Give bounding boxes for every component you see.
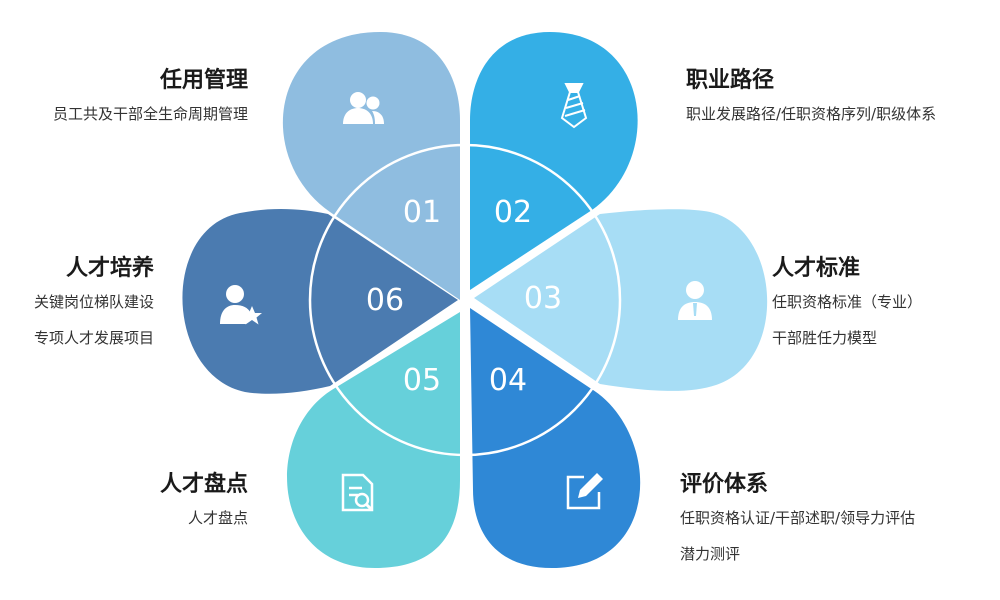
block-01-title: 任用管理 xyxy=(159,68,248,93)
petal-06-shape xyxy=(182,208,458,394)
petal-01-shape xyxy=(282,32,460,300)
users-icon xyxy=(343,92,384,124)
block-02: 职业路径 职业发展路径/任职资格序列/职级体系 xyxy=(686,66,936,132)
center-ring xyxy=(308,143,622,457)
block-05: 人才盘点 人才盘点 xyxy=(160,470,248,536)
petal-04: 04 xyxy=(470,308,641,568)
petal-05: 05 xyxy=(287,312,460,568)
petal-02: 02 xyxy=(470,32,638,290)
document-search-icon xyxy=(341,473,374,512)
block-03-line-1: 任职资格标准（专业） xyxy=(772,293,923,311)
block-01-line-1: 员工共及干部全生命周期管理 xyxy=(52,105,248,123)
petal-06: 06 xyxy=(182,208,458,394)
block-05-line-1: 人才盘点 xyxy=(187,509,248,527)
petal-04-number: 04 xyxy=(489,363,527,398)
block-05-title: 人才盘点 xyxy=(159,472,248,497)
block-04-line-2: 潜力测评 xyxy=(680,545,741,563)
block-06-title: 人才培养 xyxy=(65,256,154,281)
block-06-line-1: 关键岗位梯队建设 xyxy=(33,293,154,311)
edit-icon xyxy=(566,473,603,510)
block-02-line-1: 职业发展路径/任职资格序列/职级体系 xyxy=(686,105,937,123)
petal-01-number: 01 xyxy=(403,195,441,230)
petal-04-shape xyxy=(470,308,641,568)
block-03: 人才标准 任职资格标准（专业） 干部胜任力模型 xyxy=(772,254,922,356)
petal-05-number: 05 xyxy=(403,363,441,398)
person-icon xyxy=(678,281,712,320)
tie-icon xyxy=(560,83,588,129)
block-06: 人才培养 关键岗位梯队建设 专项人才发展项目 xyxy=(34,254,154,356)
block-04-line-1: 任职资格认证/干部述职/领导力评估 xyxy=(680,509,916,527)
block-04-title: 评价体系 xyxy=(680,472,769,497)
block-03-line-2: 干部胜任力模型 xyxy=(772,329,878,347)
person-star-icon xyxy=(220,285,262,325)
block-04: 评价体系 任职资格认证/干部述职/领导力评估 潜力测评 xyxy=(680,470,915,572)
petal-02-number: 02 xyxy=(494,195,532,230)
block-01: 任用管理 员工共及干部全生命周期管理 xyxy=(53,66,248,132)
block-02-title: 职业路径 xyxy=(686,68,775,93)
petal-06-number: 06 xyxy=(366,283,404,318)
petal-02-shape xyxy=(470,32,638,290)
petal-03-number: 03 xyxy=(524,281,562,316)
petal-01: 01 xyxy=(282,32,460,300)
block-03-title: 人才标准 xyxy=(772,256,861,281)
block-06-line-2: 专项人才发展项目 xyxy=(33,329,154,347)
petal-05-shape xyxy=(287,312,460,568)
